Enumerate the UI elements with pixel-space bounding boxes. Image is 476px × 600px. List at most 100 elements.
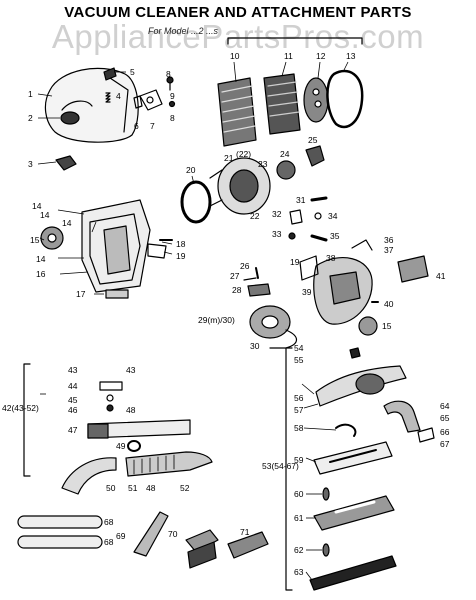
label-29: 29(m)/30) [198, 315, 235, 325]
wand-68b [17, 535, 103, 549]
label-63: 63 [294, 567, 304, 577]
label-3: 3 [28, 159, 33, 169]
label-42: 42(43-52) [2, 403, 39, 413]
label-9: 9 [170, 91, 175, 101]
label-68b: 68 [104, 537, 114, 547]
bracket-42 [23, 363, 31, 477]
label-20: 20 [186, 165, 196, 175]
label-14d: 14 [36, 254, 46, 264]
label-14c: 14 [62, 218, 72, 228]
part-32 [289, 209, 303, 225]
label-48b: 48 [146, 483, 156, 493]
leader-lines [37, 61, 349, 581]
label-16: 16 [36, 269, 46, 279]
label-59: 59 [294, 455, 304, 465]
label-60: 60 [294, 489, 304, 499]
part-6-tab [133, 95, 143, 109]
part-25-plate [305, 145, 325, 167]
brush-housing-69 [313, 441, 393, 475]
part-58-belt [335, 423, 357, 437]
part-37-hook [351, 239, 373, 251]
bumper-63 [309, 555, 397, 591]
label-68a: 68 [104, 517, 114, 527]
label-30: 30 [250, 341, 260, 351]
diagram-title: VACUUM CLEANER AND ATTACHMENT PARTS [64, 4, 412, 21]
motor-21 [209, 157, 271, 215]
label-64: 64 [440, 401, 450, 411]
label-21: 21 [224, 153, 234, 163]
label-43b: 43 [126, 365, 136, 375]
label-50: 50 [106, 483, 116, 493]
section-bracket [227, 37, 363, 45]
rear-housing-39 [313, 257, 373, 325]
label-47: 47 [68, 425, 78, 435]
part-19-bracket [147, 243, 167, 259]
label-8a: 8 [166, 69, 171, 79]
label-23: 23 [258, 159, 268, 169]
part-17-tag [105, 289, 129, 299]
part-26 [255, 267, 259, 279]
label-37: 37 [384, 245, 394, 255]
hose-52 [125, 451, 213, 477]
label-19b: 19 [290, 257, 300, 267]
label-62: 62 [294, 545, 304, 555]
filter-11 [263, 73, 301, 135]
label-49: 49 [116, 441, 126, 451]
label-52: 52 [180, 483, 190, 493]
part-5-latch [103, 67, 117, 81]
wand-47 [87, 419, 191, 439]
label-36: 36 [384, 235, 394, 245]
crevice-tool-69 [133, 511, 169, 557]
part-27 [243, 277, 257, 281]
part-28-switch [247, 283, 271, 297]
label-45: 45 [68, 395, 78, 405]
label-58: 58 [294, 423, 304, 433]
label-7: 7 [150, 121, 155, 131]
label-17: 17 [76, 289, 86, 299]
label-8b: 8 [170, 113, 175, 123]
label-70: 70 [168, 529, 178, 539]
filter-10 [217, 77, 257, 147]
label-27: 27 [230, 271, 240, 281]
main-housing [81, 199, 151, 293]
label-14b: 14 [40, 210, 50, 220]
label-54: 54 [294, 343, 304, 353]
label-51: 51 [128, 483, 138, 493]
label-35: 35 [330, 231, 340, 241]
part-45 [106, 394, 114, 402]
part-24-fan [276, 160, 296, 180]
part-3-clip [55, 155, 77, 171]
part-41-latch [397, 255, 429, 283]
label-41: 41 [436, 271, 446, 281]
label-11: 11 [284, 51, 293, 61]
label-48a: 48 [126, 405, 136, 415]
diagram-subtitle: For Model ...2 ...s [148, 26, 219, 36]
part-31 [310, 196, 328, 202]
label-14a: 14 [32, 201, 42, 211]
part-33 [288, 232, 296, 240]
part-4-spring [105, 92, 111, 103]
label-2: 2 [28, 113, 33, 123]
handle-housing-part [44, 67, 139, 143]
label-22a: (22) [236, 149, 252, 159]
part-54 [349, 347, 361, 359]
label-12: 12 [316, 51, 326, 61]
label-25: 25 [308, 135, 318, 145]
label-5: 5 [130, 67, 135, 77]
part-62 [322, 543, 330, 557]
part-44-clip [99, 381, 123, 391]
watermark: AppliancePartsPros.com [51, 18, 425, 55]
label-69a: 69 [116, 531, 126, 541]
label-26: 26 [240, 261, 250, 271]
label-32: 32 [272, 209, 282, 219]
label-44: 44 [68, 381, 78, 391]
label-13: 13 [346, 51, 356, 61]
wand-68a [17, 515, 103, 529]
label-22b: 22 [250, 211, 260, 221]
label-31: 31 [296, 195, 306, 205]
bracket-53 [285, 347, 293, 591]
label-19a: 19 [176, 251, 186, 261]
part-15b-wheel [358, 316, 378, 336]
